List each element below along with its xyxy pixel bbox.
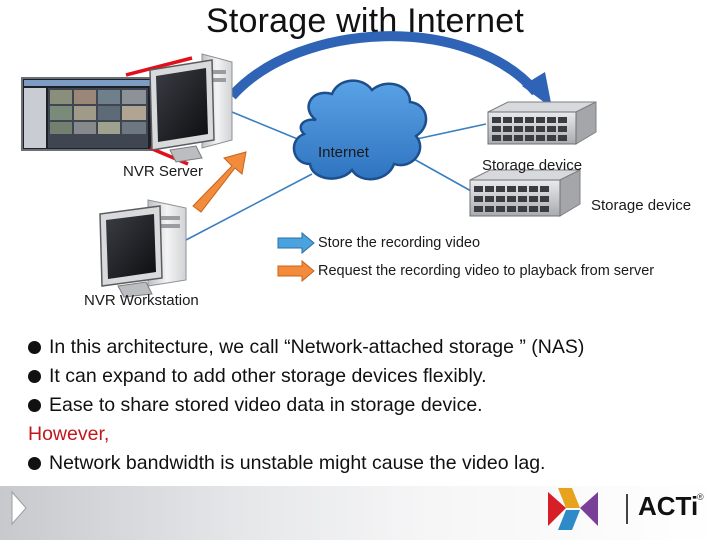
bullet-dot-icon bbox=[28, 370, 41, 383]
however-heading: However, bbox=[28, 420, 718, 449]
bullet-list: In this architecture, we call “Network-a… bbox=[28, 333, 718, 478]
nvr-workstation-label: NVR Workstation bbox=[84, 292, 199, 309]
request-arrow-icon bbox=[193, 152, 246, 212]
bullet-text: Ease to share stored video data in stora… bbox=[49, 391, 483, 420]
brand-name: ACTi bbox=[638, 491, 698, 522]
bullet-dot-icon bbox=[28, 399, 41, 412]
legend-request-arrow-icon bbox=[278, 261, 314, 281]
storage-device-label: Storage device bbox=[591, 197, 691, 214]
play-icon bbox=[12, 492, 26, 524]
storage-device-icon bbox=[488, 102, 596, 144]
legend-store-arrow-icon bbox=[278, 233, 314, 253]
brand-registered-mark: ® bbox=[697, 492, 704, 502]
bullet-item: In this architecture, we call “Network-a… bbox=[28, 333, 718, 362]
cloud-icon bbox=[294, 81, 426, 180]
bullet-item: It can expand to add other storage devic… bbox=[28, 362, 718, 391]
bullet-dot-icon bbox=[28, 457, 41, 470]
internet-label: Internet bbox=[318, 144, 369, 161]
monitor-screenshot-icon bbox=[22, 78, 152, 150]
bullet-text: Network bandwidth is unstable might caus… bbox=[49, 449, 545, 478]
acti-logo-icon bbox=[548, 488, 628, 530]
legend-request-text: Request the recording video to playback … bbox=[318, 263, 654, 279]
nvr-server-computer-icon bbox=[150, 54, 232, 162]
however-text: However, bbox=[28, 420, 109, 449]
storage-device-label: Storage device bbox=[482, 157, 582, 174]
nvr-workstation-computer-icon bbox=[100, 200, 186, 297]
footer-graphics bbox=[0, 486, 720, 540]
storage-device-icon bbox=[470, 170, 580, 216]
bullet-text: It can expand to add other storage devic… bbox=[49, 362, 487, 391]
nvr-server-label: NVR Server bbox=[123, 163, 203, 180]
bullet-item: Network bandwidth is unstable might caus… bbox=[28, 449, 718, 478]
legend-store-text: Store the recording video bbox=[318, 235, 480, 251]
bullet-text: In this architecture, we call “Network-a… bbox=[49, 333, 584, 362]
bullet-item: Ease to share stored video data in stora… bbox=[28, 391, 718, 420]
bullet-dot-icon bbox=[28, 341, 41, 354]
